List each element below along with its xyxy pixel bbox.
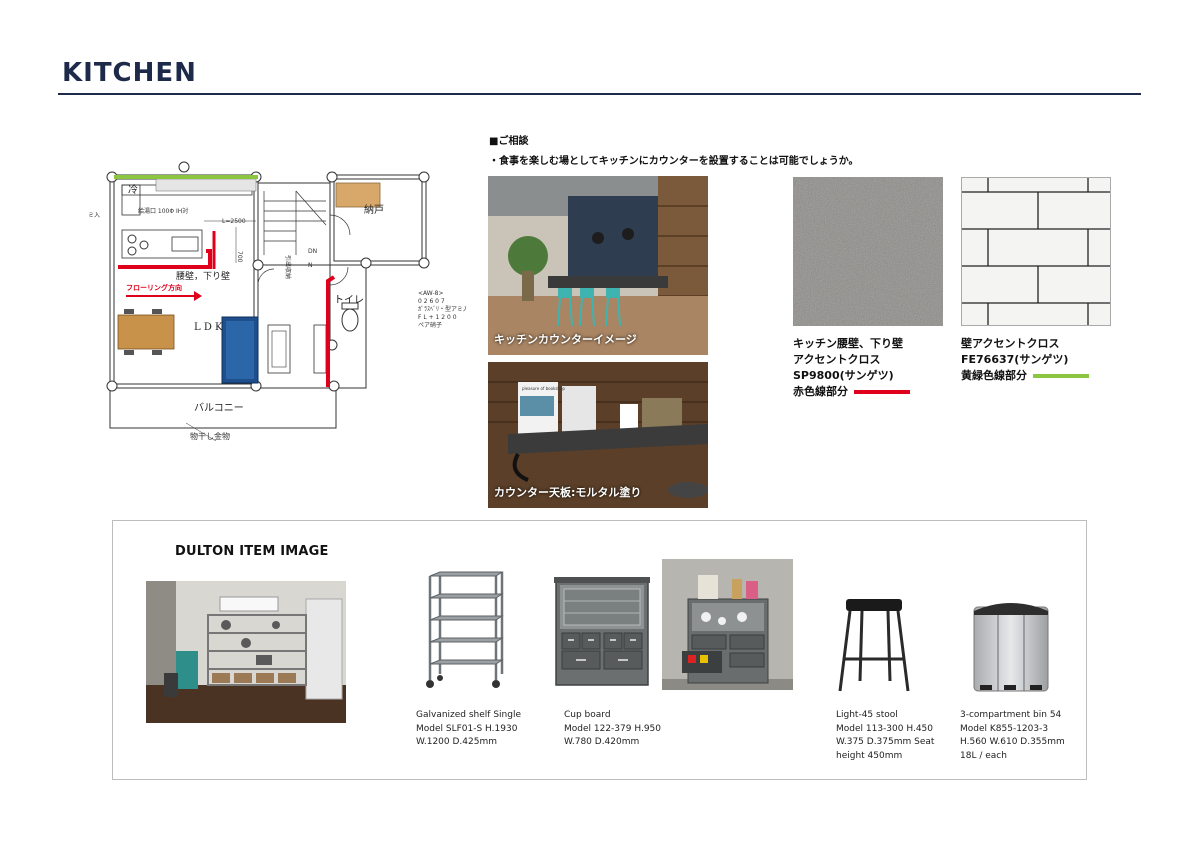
window-note-2: 0 2 6 0 7 bbox=[418, 298, 445, 305]
dulton-title: DULTON ITEM IMAGE bbox=[175, 544, 329, 559]
material-sp9800-line1: キッチン腰壁、下り壁 bbox=[793, 337, 903, 350]
cupboard-image bbox=[550, 575, 654, 691]
item-desc-bin: 3-compartment bin 54 Model K855-1203-3 H… bbox=[960, 709, 1065, 763]
ldk-label: L D K bbox=[194, 322, 223, 333]
item-desc-line: Model 113-300 H.450 bbox=[836, 723, 933, 734]
counter-image-illustration bbox=[488, 176, 708, 355]
item-desc-cupboard: Cup board Model 122-379 H.950 W.780 D.42… bbox=[564, 709, 661, 750]
item-desc-line: W.780 D.420mm bbox=[564, 737, 640, 747]
swatch-fe76637-texture bbox=[962, 178, 1110, 325]
hanger-label: 物干し金物 bbox=[190, 431, 230, 441]
title-rule bbox=[58, 93, 1141, 95]
window-note-3: ｶﾞﾗｽﾍﾞﾘ・型アミ入 bbox=[418, 305, 466, 313]
trash-bin-image bbox=[970, 597, 1052, 693]
item-desc-line: Light-45 stool bbox=[836, 710, 898, 720]
item-desc-line: Cup board bbox=[564, 710, 611, 720]
material-fe76637-line1: 壁アクセントクロス bbox=[961, 337, 1060, 350]
toilet-label: トイレ bbox=[334, 295, 364, 306]
galvanized-shelf-illustration bbox=[426, 571, 504, 688]
floor-plan: L D K バルコニー トイレ 納戸 冷 DN N 腰壁，下り壁 フローリング方… bbox=[86, 155, 469, 455]
counter-wall-label: 腰壁，下り壁 bbox=[176, 270, 230, 282]
trash-bin-illustration bbox=[973, 603, 1049, 692]
cupboard-styled-illustration bbox=[662, 559, 793, 690]
item-desc-line: 3-compartment bin 54 bbox=[960, 710, 1062, 720]
swatch-sp9800-texture bbox=[793, 177, 943, 326]
item-desc-line: Model 122-379 H.950 bbox=[564, 723, 661, 734]
item-desc-line: height 450mm bbox=[836, 750, 903, 761]
stool-illustration bbox=[838, 599, 910, 692]
material-sp9800-line4: 赤色線部分 bbox=[793, 385, 848, 398]
material-sp9800-line2: アクセントクロス bbox=[793, 353, 881, 366]
material-sp9800-line3: SP9800(サンゲツ) bbox=[793, 369, 894, 382]
item-desc-line: Galvanized shelf Single bbox=[416, 710, 521, 720]
counter-image-caption: キッチンカウンターイメージ bbox=[494, 333, 637, 346]
green-line-marker bbox=[1033, 374, 1089, 378]
consult-heading: ■ご相談 bbox=[489, 136, 529, 147]
counter-image-photo: キッチンカウンターイメージ bbox=[488, 176, 708, 355]
dim-label: 700 bbox=[236, 251, 243, 263]
kitchen-note-label: 給湯口 100Φ IH対 bbox=[138, 207, 188, 215]
item-desc-stool: Light-45 stool Model 113-300 H.450 W.375… bbox=[836, 709, 934, 763]
dulton-room-photo bbox=[146, 581, 346, 723]
material-fe76637-line3: 黄緑色線部分 bbox=[961, 369, 1027, 382]
item-desc-line: H.560 W.610 D.355mm bbox=[960, 737, 1065, 747]
window-note-1: <AW-8> bbox=[418, 290, 444, 297]
book-title: pleasure of bookshop bbox=[522, 386, 565, 391]
cupboard-styled-photo bbox=[662, 559, 793, 690]
closet-label: 納戸 bbox=[364, 203, 384, 216]
swatch-sp9800 bbox=[793, 177, 943, 326]
dulton-panel bbox=[112, 520, 1087, 780]
material-fe76637-line2: FE76637(サンゲツ) bbox=[961, 353, 1069, 366]
flooring-label: フローリング方向 bbox=[126, 283, 182, 292]
counter-top-illustration: pleasure of bookshop bbox=[488, 362, 708, 508]
dulton-room-illustration bbox=[146, 581, 346, 723]
cupboard-illustration bbox=[554, 577, 650, 686]
window-note-4: F L + 1 2 0 0 bbox=[418, 314, 457, 321]
storage-label: 引出収納 bbox=[284, 255, 292, 279]
balcony-label: バルコニー bbox=[194, 402, 244, 414]
item-desc-line: Model SLF01-S H.1930 bbox=[416, 723, 518, 734]
red-line-marker bbox=[854, 390, 910, 394]
item-desc-shelf: Galvanized shelf Single Model SLF01-S H.… bbox=[416, 709, 521, 750]
n-label: N bbox=[308, 262, 313, 269]
dn-label: DN bbox=[308, 248, 317, 255]
item-desc-line: W.1200 D.425mm bbox=[416, 737, 497, 747]
stool-image bbox=[834, 595, 914, 695]
item-desc-line: Model K855-1203-3 bbox=[960, 723, 1049, 734]
item-desc-line: W.375 D.375mm Seat bbox=[836, 737, 935, 747]
fridge-label: 冷 bbox=[128, 183, 138, 196]
consult-body: ・食事を楽しむ場としてキッチンにカウンターを設置することは可能でしょうか。 bbox=[489, 156, 859, 167]
floor-plan-drawing: L D K バルコニー トイレ 納戸 冷 DN N 腰壁，下り壁 フローリング方… bbox=[88, 161, 469, 442]
swatch-fe76637 bbox=[961, 177, 1111, 326]
material-sp9800-text: キッチン腰壁、下り壁 アクセントクロス SP9800(サンゲツ) 赤色線部分 bbox=[793, 336, 910, 400]
l-label: L=2500 bbox=[222, 218, 246, 225]
counter-top-photo: pleasure of bookshop カウンター天板:モルタル塗り bbox=[488, 362, 708, 508]
material-fe76637-text: 壁アクセントクロス FE76637(サンゲツ) 黄緑色線部分 bbox=[961, 336, 1089, 384]
window-note-5: ペア硝子 bbox=[418, 321, 442, 329]
item-desc-line: 18L / each bbox=[960, 750, 1007, 761]
mi-label: ミ入 bbox=[88, 212, 100, 219]
page-title: KITCHEN bbox=[62, 58, 197, 88]
galvanized-shelf-image bbox=[418, 568, 504, 692]
counter-top-caption: カウンター天板:モルタル塗り bbox=[494, 486, 642, 499]
